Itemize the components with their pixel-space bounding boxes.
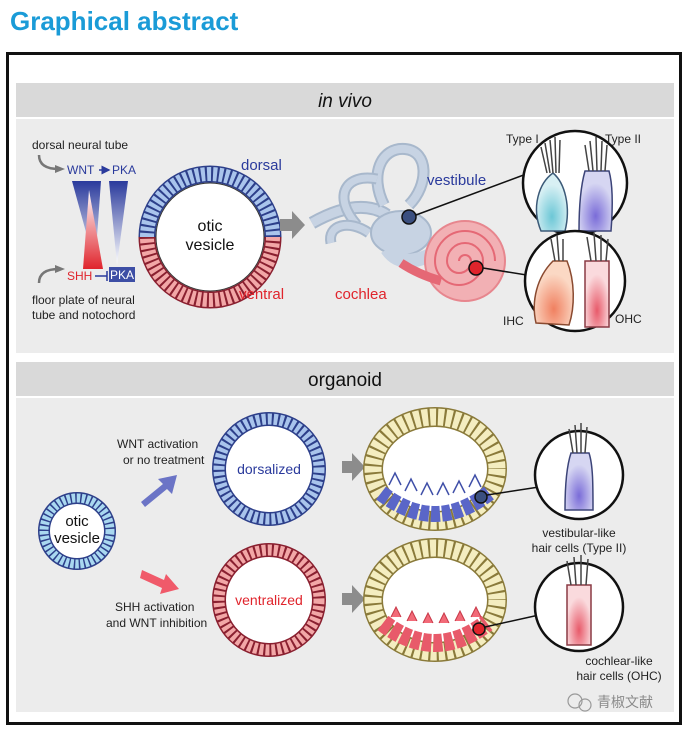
otic-vesicle	[138, 165, 282, 309]
shh-treatment-label-2: and WNT inhibition	[106, 616, 207, 630]
ihc-label: IHC	[503, 314, 524, 328]
wnt-treatment-label-2: or no treatment	[123, 453, 205, 467]
dorsal-source-label: dorsal neural tube	[32, 138, 128, 152]
cochlea-shape	[424, 220, 506, 302]
dorsalized-label: dorsalized	[237, 461, 301, 477]
cochlear-like-label-2: hair cells (OHC)	[576, 669, 661, 683]
vestibular-like-label-1: vestibular-like	[542, 526, 616, 540]
abstract-frame: in vivo dorsal neural tube WNT PKA SHH P…	[6, 52, 682, 725]
page-title: Graphical abstract	[10, 6, 239, 36]
in-vivo-header-bar	[16, 83, 674, 117]
dorsal-label: dorsal	[241, 157, 282, 174]
otic-vesicle-label-1: otic	[198, 218, 223, 235]
in-vivo-arrow	[280, 211, 305, 239]
in-vivo-header: in vivo	[318, 91, 372, 112]
vestibular-like-label-2: hair cells (Type II)	[532, 541, 627, 555]
ventralized-organoid	[363, 538, 507, 662]
dorsalize-arrow	[141, 475, 177, 507]
vestibular-like-hair-cell	[564, 452, 594, 511]
cochlea-marker	[468, 260, 484, 276]
ventral-organoid-arrow	[342, 585, 365, 613]
organoid-header: organoid	[308, 370, 382, 391]
organoid-header-bar	[16, 362, 674, 396]
cochlear-like-hair-cell	[566, 584, 592, 646]
organoid-otic-label-1: otic	[65, 513, 89, 530]
shh-treatment-label-1: SHH activation	[115, 600, 194, 614]
ventral-source-label-1: floor plate of neural	[32, 293, 135, 307]
watermark-text: 青椒文献	[597, 694, 653, 710]
ohc-label: OHC	[615, 312, 642, 326]
organoid-otic-vesicle	[39, 493, 115, 569]
type1-hair-cell	[535, 172, 569, 232]
shh-gradient	[83, 190, 103, 269]
ventral-label: ventral	[239, 286, 284, 303]
type2-hair-cell	[578, 170, 614, 232]
dorsalized-organoid	[363, 407, 507, 531]
ventral-source-label-2: tube and notochord	[32, 308, 135, 322]
type1-label: Type I	[506, 132, 539, 146]
vestibule-marker	[401, 209, 417, 225]
cochlea-label: cochlea	[335, 286, 387, 303]
inner-ear	[308, 142, 506, 302]
ihc-hair-cell	[533, 260, 575, 326]
otic-vesicle-label-2: vesicle	[186, 237, 235, 254]
pka-bottom-label: PKA	[110, 268, 134, 282]
ventralize-arrow	[140, 570, 179, 594]
pka-top-label: PKA	[112, 163, 136, 177]
shh-label: SHH	[67, 269, 92, 283]
ohc-hair-cell	[584, 260, 610, 328]
watermark: 青椒文献	[567, 693, 653, 712]
wnt-label: WNT	[67, 163, 95, 177]
wnt-treatment-label-1: WNT activation	[117, 437, 198, 451]
vestibule-label: vestibule	[427, 172, 486, 189]
wechat-icon	[567, 693, 583, 709]
dorsal-organoid-arrow	[342, 453, 365, 481]
organoid-otic-label-2: vesicle	[54, 530, 100, 547]
dorsalized-vesicle	[213, 413, 325, 525]
ventralized-label: ventralized	[235, 592, 303, 608]
cochlear-like-label-1: cochlear-like	[585, 654, 653, 668]
abstract-figure: in vivo dorsal neural tube WNT PKA SHH P…	[16, 83, 674, 712]
ventralized-vesicle	[213, 544, 325, 656]
pka-gradient	[109, 181, 128, 265]
type2-label: Type II	[605, 132, 641, 146]
